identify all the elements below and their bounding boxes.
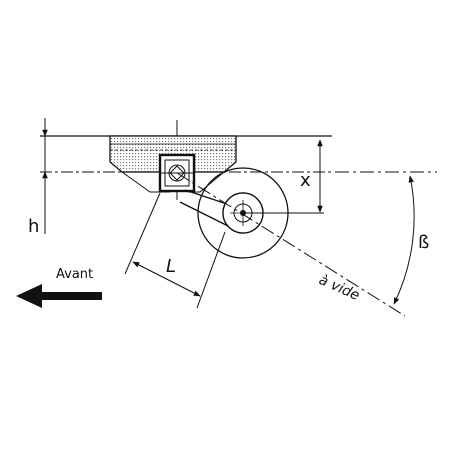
beta-angle-arc	[393, 175, 415, 305]
x-label: x	[300, 170, 311, 191]
reference-lines	[40, 120, 437, 200]
unloaded-line	[176, 172, 406, 317]
beta-label: ß	[418, 232, 429, 253]
L-label: L	[166, 256, 176, 277]
direction-label: Avant	[56, 267, 93, 282]
x-dimension	[243, 139, 324, 214]
arrow-left-icon	[16, 284, 102, 308]
h-label: h	[28, 216, 39, 237]
unloaded-label: à vide	[316, 272, 362, 304]
L-dimension	[124, 192, 226, 309]
